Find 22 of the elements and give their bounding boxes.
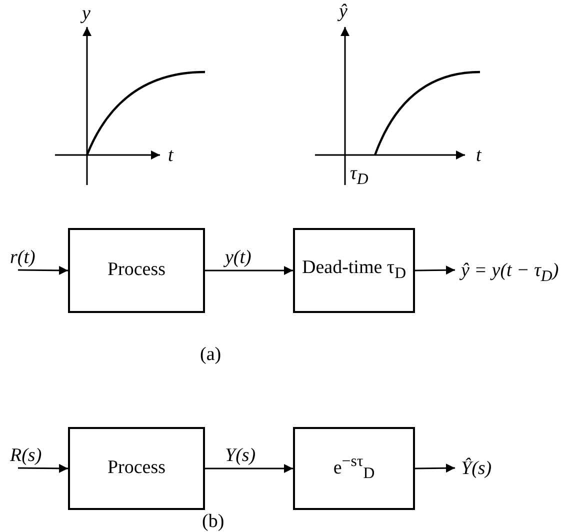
arrow: [18, 464, 68, 473]
block-box: Process: [68, 427, 205, 510]
signal-label: y(t): [225, 248, 252, 267]
signal-label: R(s): [10, 446, 42, 465]
axis-label: t: [168, 146, 174, 165]
axis-label: y: [82, 4, 90, 23]
panel-label: (a): [200, 345, 222, 364]
signal-label: ŷ = y(t − τ$_{D}$): [461, 261, 559, 285]
arrow: [414, 266, 456, 275]
arrow: [205, 464, 293, 473]
axis-label: τ$_{D}$: [350, 164, 368, 188]
signal-label: Y(s): [225, 446, 256, 465]
arrow: [414, 464, 456, 473]
axis-label: t: [476, 146, 482, 165]
block-box: Dead-time τ$_{D}$: [293, 228, 415, 313]
signal-label: Ŷ(s): [461, 459, 492, 478]
signal-label: r(t): [10, 248, 36, 267]
block-box: Process: [68, 228, 205, 313]
arrow: [205, 266, 293, 275]
panel-label: (b): [202, 512, 224, 531]
arrow: [18, 266, 68, 275]
axis-label: ŷ: [339, 2, 348, 21]
